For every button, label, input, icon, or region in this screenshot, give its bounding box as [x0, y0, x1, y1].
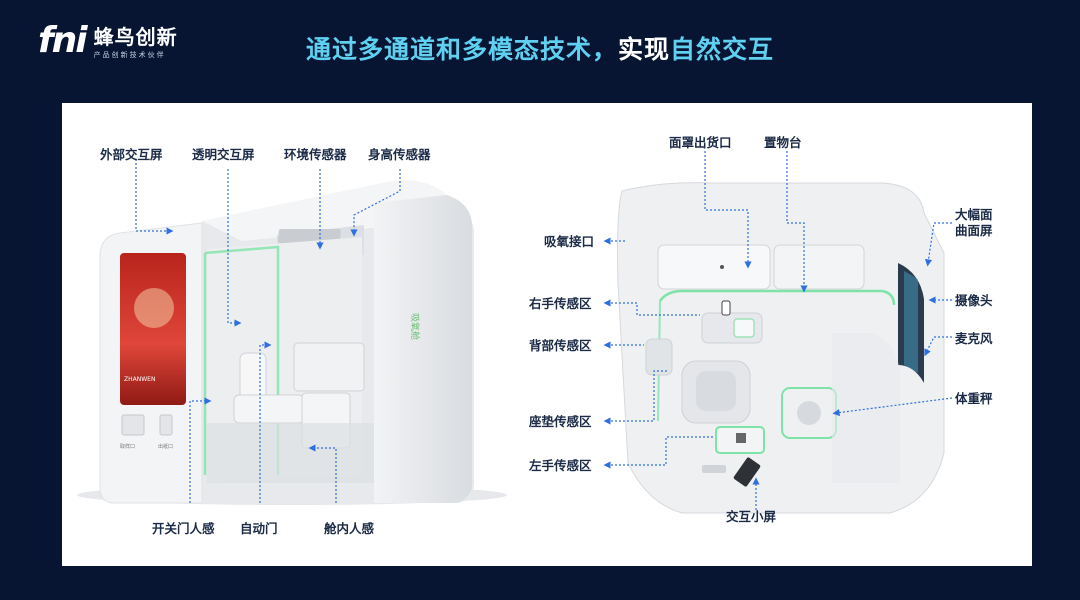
- company-logo: fni 蜂鸟创新 产品创新技术伙伴: [38, 22, 178, 60]
- left-leader-lines: [135, 159, 401, 503]
- label-outer-screen: 外部交互屏: [100, 147, 163, 162]
- label-microphone: 麦克风: [955, 331, 993, 346]
- diagram-svg: 吸氧舱 ZHANWEN 取样口 出纸口: [77, 151, 953, 514]
- diagram-panel: 吸氧舱 ZHANWEN 取样口 出纸口: [62, 103, 1032, 566]
- booth-illustration: 吸氧舱 ZHANWEN 取样口 出纸口: [77, 180, 507, 505]
- label-small-screen: 交互小屏: [726, 509, 777, 524]
- label-seat-sensor: 座垫传感区: [529, 414, 592, 429]
- button-caption-2: 出纸口: [158, 443, 173, 450]
- poster-text: ZHANWEN: [124, 376, 155, 383]
- label-env-sensor: 环境传感器: [284, 147, 347, 162]
- title-part-2: 实现: [617, 35, 670, 64]
- button-caption-1: 取样口: [120, 443, 135, 450]
- label-oxygen-port: 吸氧接口: [544, 234, 595, 249]
- outer-screen-graphic: [120, 253, 186, 405]
- label-transparent-screen: 透明交互屏: [192, 147, 255, 162]
- title-part-3: 自然交互: [670, 35, 775, 64]
- logo-mark: fni: [38, 20, 88, 61]
- label-door-sensor: 开关门人感: [152, 521, 215, 536]
- label-cabin-sensor: 舱内人感: [324, 521, 375, 536]
- label-scale: 体重秤: [955, 391, 993, 406]
- label-back-sensor: 背部传感区: [529, 338, 592, 353]
- side-logo: 吸氧舱: [409, 313, 421, 340]
- label-right-hand: 右手传感区: [529, 296, 592, 311]
- label-mask-outlet: 面罩出货口: [669, 135, 732, 150]
- label-big-screen-line2: 曲面屏: [955, 223, 993, 238]
- label-auto-door: 自动门: [240, 521, 278, 536]
- right-leader-lines: [603, 151, 953, 510]
- label-shelf: 置物台: [764, 135, 802, 150]
- label-left-hand: 左手传感区: [529, 458, 592, 473]
- logo-name: 蜂鸟创新: [93, 25, 178, 49]
- page-title: 通过多通道和多模态技术，实现自然交互: [0, 30, 1080, 66]
- header: fni 蜂鸟创新 产品创新技术伙伴 通过多通道和多模态技术，实现自然交互: [0, 0, 1080, 95]
- title-part-1: 通过多通道和多模态技术，: [305, 35, 618, 64]
- cabin-top-view: [617, 182, 945, 514]
- label-camera: 摄像头: [955, 293, 993, 308]
- label-big-screen: 大幅面 曲面屏: [955, 207, 993, 239]
- logo-tagline: 产品创新技术伙伴: [93, 51, 166, 59]
- label-height-sensor: 身高传感器: [368, 147, 431, 162]
- label-big-screen-line1: 大幅面: [955, 207, 993, 222]
